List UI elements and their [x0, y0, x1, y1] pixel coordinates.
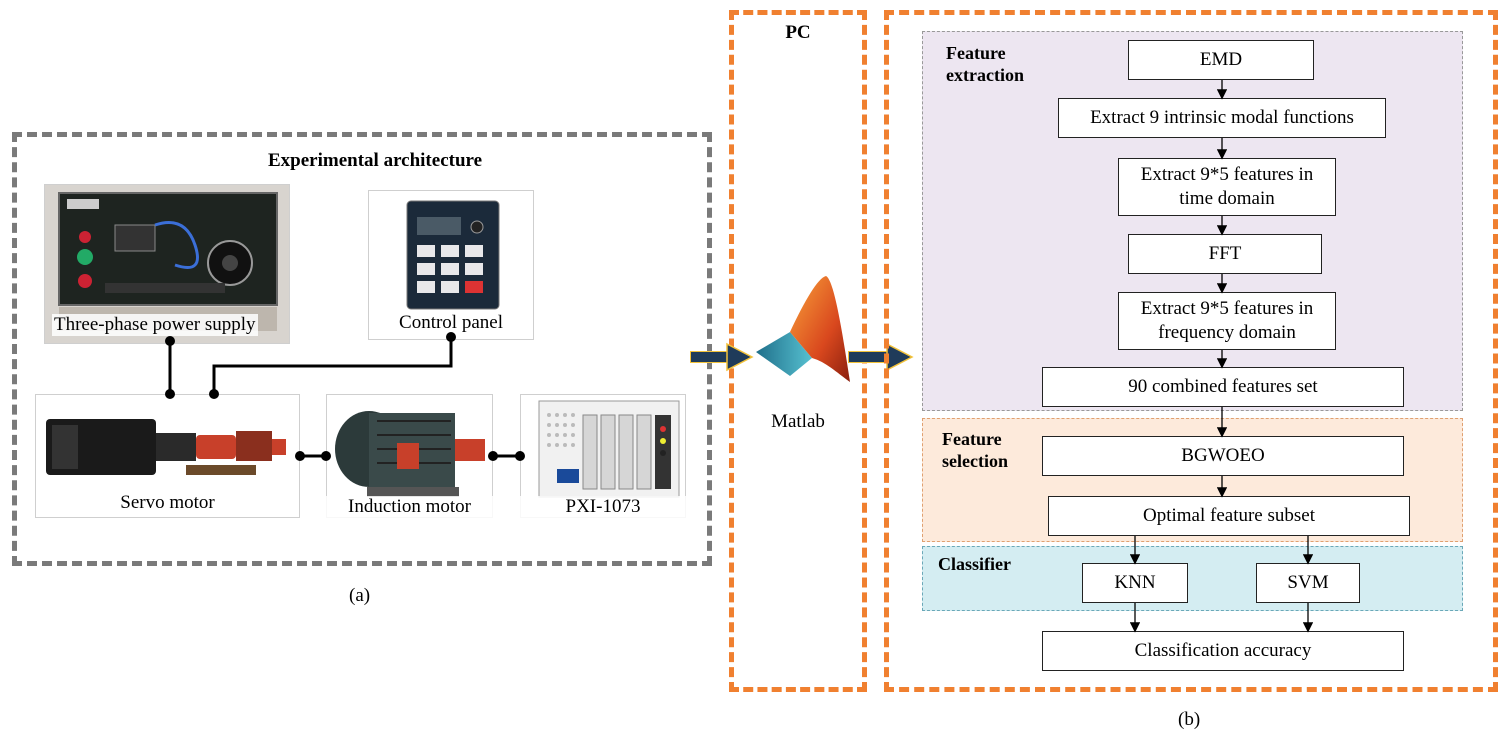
pxi-1073-label: PXI-1073 [520, 496, 686, 518]
feature-extraction-label: Feature extraction [946, 43, 1024, 85]
servo-motor-illustration [36, 395, 299, 517]
knn-box: KNN [1082, 563, 1188, 603]
pc-title: PC [785, 22, 811, 43]
caption-b: (b) [1178, 709, 1201, 730]
caption-a: (a) [349, 585, 371, 606]
fft-box: FFT [1128, 234, 1322, 274]
bgwoeo-box: BGWOEO [1042, 436, 1404, 476]
control-panel-illustration [369, 191, 533, 339]
optimal-feature-subset-box: Optimal feature subset [1048, 496, 1410, 536]
servo-motor-label: Servo motor [120, 492, 215, 513]
combined-features-box: 90 combined features set [1042, 367, 1404, 407]
classifier-region [922, 546, 1463, 611]
servo-motor-photo [35, 394, 300, 518]
arrow-to-pipeline-icon [848, 342, 914, 372]
emd-box: EMD [1128, 40, 1314, 80]
induction-motor-label: Induction motor [326, 496, 493, 518]
experimental-architecture-frame [12, 132, 712, 566]
control-panel-photo [368, 190, 534, 340]
extract-imf-box: Extract 9 intrinsic modal functions [1058, 98, 1386, 138]
time-domain-features-box: Extract 9*5 features in time domain [1118, 158, 1336, 216]
matlab-label: Matlab [771, 411, 825, 432]
experimental-architecture-title: Experimental architecture [268, 150, 483, 171]
frequency-domain-features-box: Extract 9*5 features in frequency domain [1118, 292, 1336, 350]
pipeline-frame [884, 10, 1498, 692]
pxi-1073-photo [520, 394, 686, 518]
arrow-to-pc-icon [690, 342, 754, 372]
control-panel-label: Control panel [399, 312, 503, 333]
svm-box: SVM [1256, 563, 1360, 603]
classification-accuracy-box: Classification accuracy [1042, 631, 1404, 671]
feature-selection-label: Feature selection [942, 429, 1008, 471]
classifier-label: Classifier [938, 554, 1011, 574]
three-phase-power-supply-label: Three-phase power supply [52, 314, 258, 336]
